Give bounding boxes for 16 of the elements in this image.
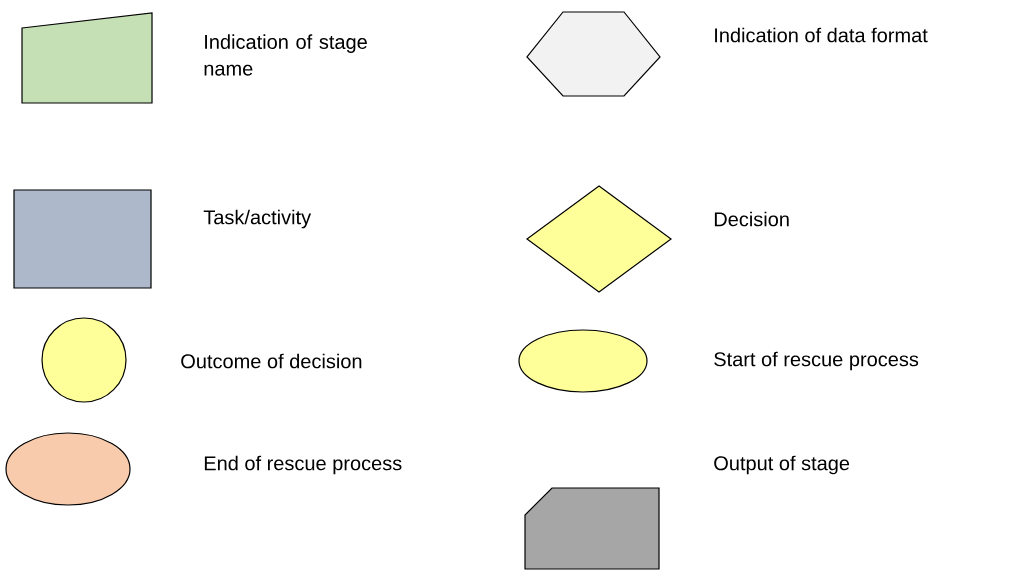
ellipse-shape xyxy=(518,329,648,393)
hexagon-shape xyxy=(526,11,661,97)
cut-corner-shape xyxy=(524,487,660,570)
diamond-shape xyxy=(526,185,673,293)
shape-caption: End of rescue process xyxy=(204,455,402,475)
shape-caption: Decision xyxy=(714,211,789,227)
shape-caption: Start of rescue process xyxy=(714,351,919,371)
shape-caption: Task/activity xyxy=(203,209,312,229)
circle-shape xyxy=(41,317,127,403)
shape-caption: Indication of data format xyxy=(715,27,928,43)
rectangle-shape xyxy=(13,189,152,289)
trapezoid-shape xyxy=(21,12,153,104)
shape-caption: Outcome of decision xyxy=(181,353,362,369)
shape-caption: Indication of stage name xyxy=(204,34,367,76)
shape-caption: Output of stage xyxy=(714,455,850,475)
ellipse-shape xyxy=(5,432,131,506)
